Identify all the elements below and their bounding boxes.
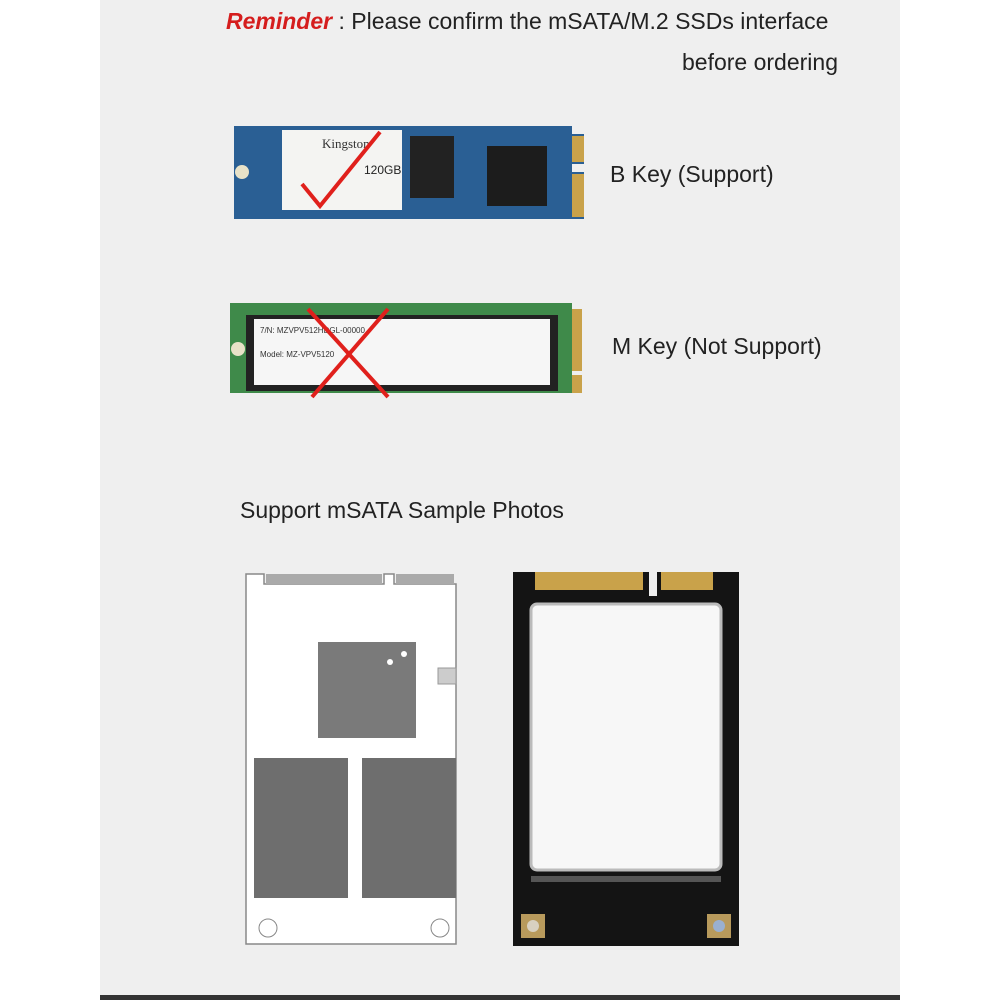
kingston-logo-text: Kingston	[322, 136, 370, 151]
svg-text:Model: MZ-VPV5120: Model: MZ-VPV5120	[260, 350, 335, 359]
reminder-label: Reminder	[226, 8, 333, 34]
reminder-line1: Please confirm the mSATA/M.2 SSDs interf…	[351, 8, 829, 34]
msata-sample-drawing	[245, 573, 457, 945]
b-key-label: B Key (Support)	[610, 161, 774, 187]
capacity-text: 120GB	[364, 163, 401, 177]
separator: :	[332, 8, 352, 34]
check-mark-icon	[300, 130, 382, 210]
m-key-label: M Key (Not Support)	[612, 333, 822, 359]
samples-title: Support mSATA Sample Photos	[240, 497, 564, 523]
m-key-ssd-image: 7/N: MZVPV512HDGL-00000 Model: MZ-VPV512…	[230, 303, 582, 399]
b-key-ssd-image: Kingston 120GB	[234, 126, 584, 219]
reminder-text: Reminder : Please confirm the mSATA/M.2 …	[226, 8, 828, 35]
divider	[100, 995, 900, 1000]
reminder-line2: before ordering	[682, 49, 838, 75]
svg-text:7/N: MZVPV512HDGL-00000: 7/N: MZVPV512HDGL-00000	[260, 326, 365, 335]
msata-sample-photo	[513, 570, 739, 946]
